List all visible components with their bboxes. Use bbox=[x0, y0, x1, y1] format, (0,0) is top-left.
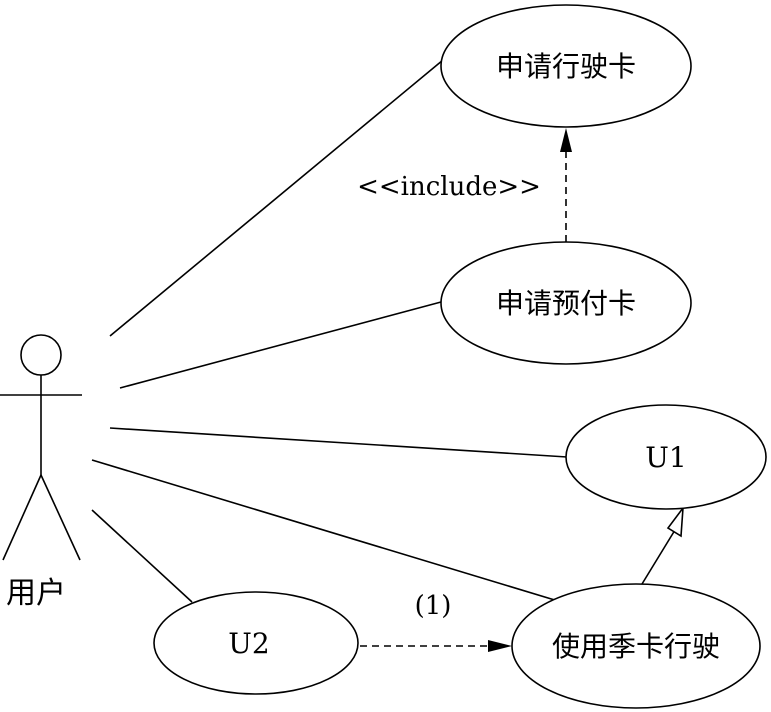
use-case-u1: U1 bbox=[565, 404, 767, 510]
include-stereotype-label: <<include>> bbox=[357, 172, 541, 202]
association-u2 bbox=[91, 509, 193, 603]
u2-dependency-arrowhead bbox=[488, 640, 512, 652]
association-u1 bbox=[109, 427, 568, 458]
association-apply-prepaid-card bbox=[119, 301, 442, 389]
use-case-u2-label: U2 bbox=[228, 627, 269, 660]
generalization-line bbox=[641, 529, 676, 585]
actor-head bbox=[20, 334, 62, 376]
use-case-use-season-card-label: 使用季卡行驶 bbox=[552, 630, 720, 663]
association-apply-driving-card bbox=[109, 59, 444, 337]
use-case-u1-label: U1 bbox=[645, 441, 686, 474]
actor-right-leg bbox=[40, 474, 81, 561]
use-case-apply-prepaid-card-label: 申请预付卡 bbox=[496, 287, 636, 320]
use-case-use-season-card: 使用季卡行驶 bbox=[511, 583, 761, 709]
actor-left-leg bbox=[2, 474, 42, 561]
generalization-arrowhead bbox=[666, 505, 684, 538]
use-case-apply-prepaid-card: 申请预付卡 bbox=[440, 241, 692, 365]
actor-label: 用户 bbox=[6, 576, 66, 611]
use-case-u2: U2 bbox=[153, 591, 359, 695]
association-use-season-card bbox=[91, 459, 559, 602]
dependency-marker-label: (1) bbox=[415, 591, 452, 621]
use-case-apply-driving-card: 申请行驶卡 bbox=[440, 4, 692, 128]
actor-user: 用户 bbox=[0, 334, 82, 611]
include-arrowhead bbox=[560, 128, 572, 152]
use-case-apply-driving-card-label: 申请行驶卡 bbox=[496, 50, 636, 83]
